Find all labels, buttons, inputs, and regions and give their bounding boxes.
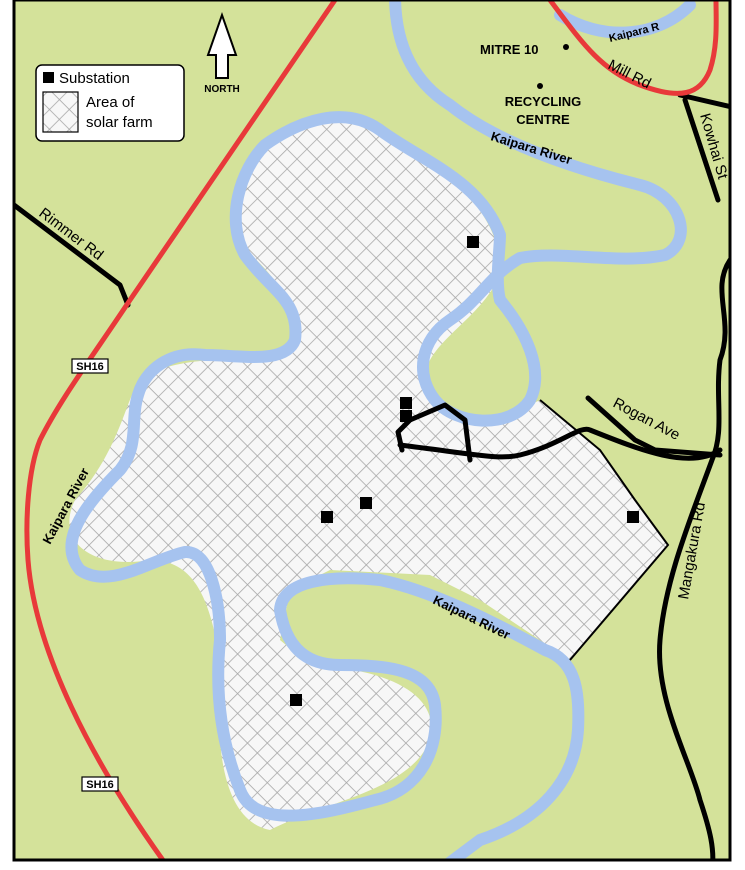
substation-marker (360, 497, 372, 509)
internal-road (397, 426, 723, 461)
substation-marker (467, 236, 479, 248)
place-label-recycling-1: RECYCLING (505, 94, 582, 109)
substations (290, 236, 639, 706)
kaipara-river (65, 0, 696, 860)
legend: Substation Area of solar farm (35, 64, 185, 142)
rimmer-road (14, 202, 131, 308)
north-arrow: NORTH (204, 11, 240, 95)
substation-marker (400, 397, 412, 409)
kowhai-street (677, 92, 730, 203)
svg-text:SH16: SH16 (76, 361, 104, 373)
solar-farm-boundary (539, 399, 670, 661)
internal-road-spur (395, 402, 473, 463)
legend-area-swatch (42, 91, 79, 133)
place-label-recycling-2: CENTRE (516, 112, 570, 127)
legend-substation-label: Substation (59, 70, 130, 87)
sh16-shield-south: SH16 (81, 776, 119, 792)
legend-area-label-2: solar farm (86, 114, 153, 131)
recycling-centre-marker (537, 83, 543, 89)
legend-area-label-1: Area of (86, 94, 135, 111)
svg-text:NORTH: NORTH (204, 84, 240, 95)
mill-road (547, 0, 719, 96)
mitre10-marker (563, 44, 569, 50)
north-arrow-icon (206, 11, 238, 79)
rogan-avenue (585, 395, 723, 458)
mangakura-road (657, 257, 730, 860)
sh16-shield-north: SH16 (71, 358, 109, 374)
map-frame (12, 0, 732, 862)
legend-substation-icon (43, 72, 54, 83)
substation-marker (627, 511, 639, 523)
svg-text:SH16: SH16 (86, 779, 114, 791)
substation-marker (321, 511, 333, 523)
substation-marker (290, 694, 302, 706)
roads (14, 92, 730, 860)
substation-marker (400, 410, 412, 422)
place-label-mitre10: MITRE 10 (480, 42, 539, 57)
sh16-highway (24, 0, 338, 860)
